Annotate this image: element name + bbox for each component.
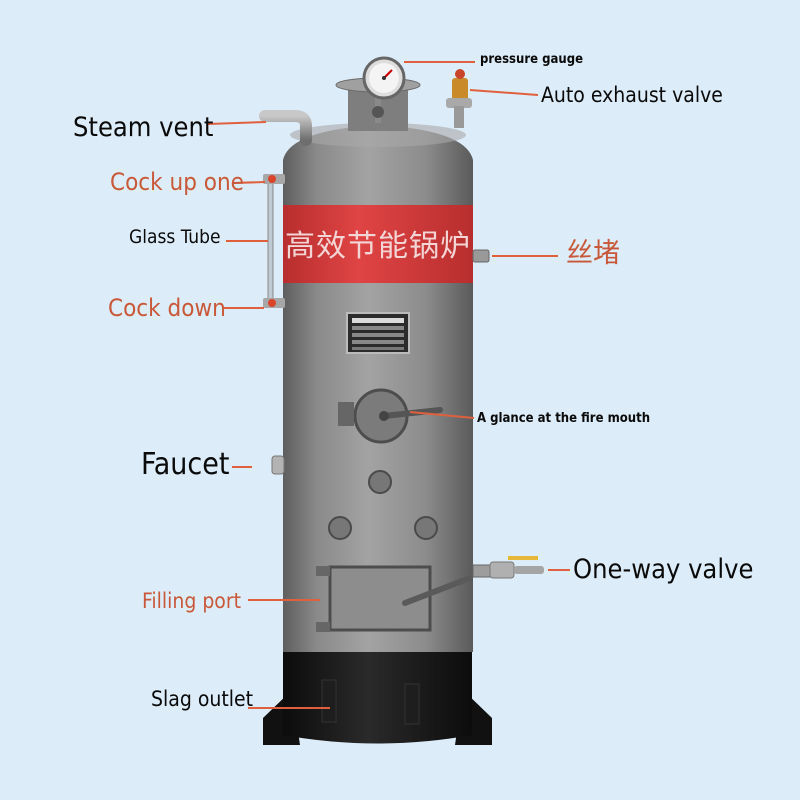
label-filling-port: Filling port (142, 589, 242, 613)
steam-vent-pipe-icon (259, 110, 312, 146)
nameplate (346, 312, 410, 354)
boiler-base (263, 650, 492, 745)
label-auto-exhaust-valve: Auto exhaust valve (541, 83, 723, 107)
plug-icon (472, 249, 490, 263)
pressure-gauge-icon (362, 56, 406, 100)
label-slag-outlet: Slag outlet (151, 687, 254, 711)
label-faucet: Faucet (141, 447, 230, 482)
label-plug: 丝堵 (566, 238, 620, 269)
band-characters: 高效节能锅炉 (285, 229, 471, 264)
red-band: 高效节能锅炉 (283, 205, 473, 283)
label-pressure-gauge: pressure gauge (480, 52, 584, 67)
label-glass-tube: Glass Tube (129, 226, 221, 248)
one-way-valve-icon (472, 556, 544, 579)
glass-tube-icon (263, 174, 285, 308)
label-steam-vent: Steam vent (73, 112, 214, 143)
filling-port-door (316, 565, 473, 632)
label-cock-up-one: Cock up one (110, 168, 244, 196)
faucet-leader-line (232, 466, 252, 468)
leader-lines (207, 61, 570, 709)
exhaust-valve-icon (446, 69, 472, 128)
label-cock-down: Cock down (108, 294, 226, 322)
label-one-way-valve: One-way valve (573, 554, 754, 585)
faucet-icon (271, 455, 285, 475)
bolts (328, 470, 438, 540)
label-fire-mouth: A glance at the fire mouth (477, 411, 651, 426)
